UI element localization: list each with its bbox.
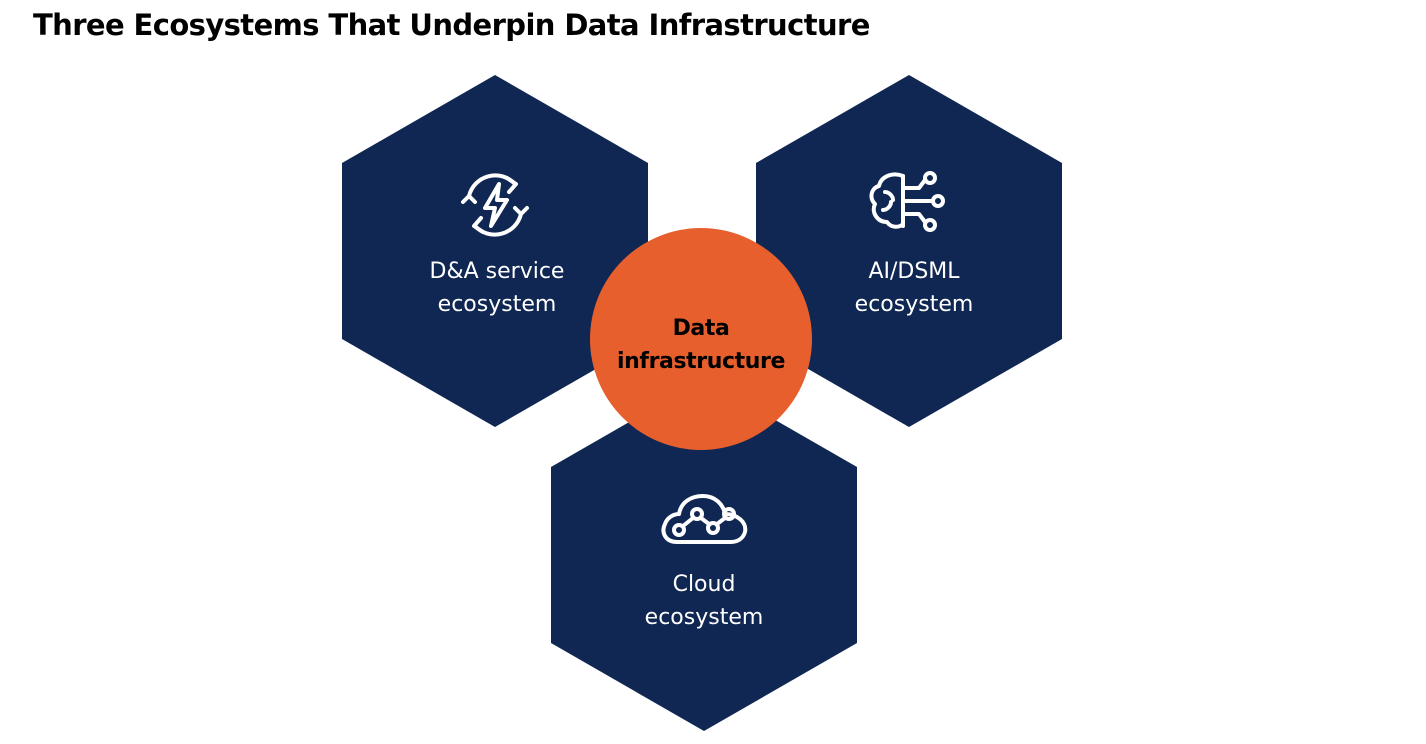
data-infrastructure-hub: [590, 228, 812, 450]
dna-service-label: D&A service ecosystem: [397, 255, 597, 321]
brain-circuit-icon: [867, 170, 951, 232]
cloud-network-icon: [659, 492, 751, 548]
dna-service-label-line2: ecosystem: [437, 292, 557, 317]
cloud-label-line2: ecosystem: [644, 605, 764, 630]
ai-dsml-label-line1: AI/DSML: [868, 259, 960, 284]
ai-dsml-label: AI/DSML ecosystem: [814, 255, 1014, 321]
lightning-refresh-icon: [455, 170, 535, 240]
ai-dsml-label-line2: ecosystem: [854, 292, 974, 317]
cloud-label-line1: Cloud: [672, 572, 736, 597]
hub-label-line2: infrastructure: [617, 349, 785, 374]
dna-service-label-line1: D&A service: [429, 259, 565, 284]
hub-label-line1: Data: [672, 316, 730, 341]
page-title: Three Ecosystems That Underpin Data Infr…: [33, 8, 870, 42]
cloud-label: Cloud ecosystem: [604, 568, 804, 634]
data-infrastructure-label: Data infrastructure: [590, 312, 812, 378]
